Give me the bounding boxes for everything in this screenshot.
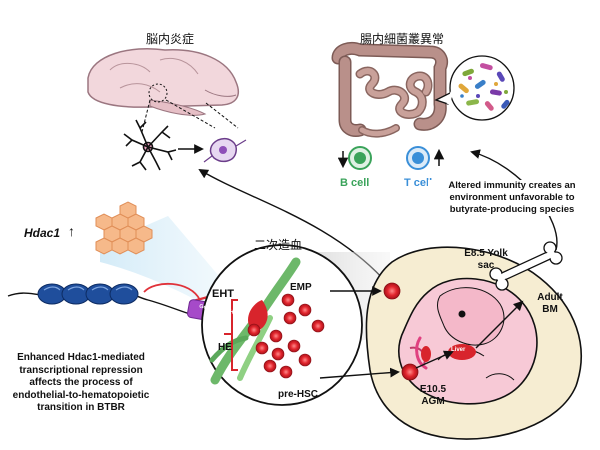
- hdac1-label: Hdac1: [24, 226, 61, 240]
- gut-illustration: [331, 41, 448, 138]
- gut-dysbiosis-title: 腸内細菌叢異常: [360, 32, 445, 46]
- liver-label: Liver: [451, 347, 466, 353]
- t-cell-label: T cell: [404, 177, 433, 189]
- microbiota-bubble: [434, 55, 515, 121]
- yolk-sac-blood-cell: [383, 282, 401, 300]
- adult-bm-label: Adult BM: [537, 292, 563, 315]
- emp-label: EMP: [290, 282, 312, 293]
- secondary-hematopoiesis-title: 二次造血: [254, 238, 303, 252]
- nucleosomes: [37, 283, 139, 305]
- eht-label: EHT: [212, 288, 234, 300]
- activated-microglia: [203, 138, 247, 163]
- altered-immunity-text: Altered immunity creates an environment …: [428, 180, 596, 216]
- pre-hsc-label: pre-HSC: [278, 389, 319, 400]
- embryo: [383, 277, 538, 405]
- t-cell: [406, 146, 430, 170]
- he-label: HE: [218, 342, 232, 353]
- endothelial-tissue: [209, 257, 301, 385]
- b-cell: [348, 146, 372, 170]
- microglia-cell: [123, 119, 177, 171]
- bone: [489, 241, 563, 291]
- prehsc-to-agm-arrow: [319, 367, 400, 379]
- repression-arrow: [143, 282, 201, 301]
- agm-blood-cell: [401, 363, 419, 381]
- eht-zoom-circle: [201, 244, 363, 406]
- agm-label: E10.5 AGM: [419, 384, 447, 407]
- brain-inflammation-title: 脳内炎症: [146, 32, 195, 46]
- hdac1-up-arrow: ↑: [68, 223, 75, 239]
- yolk-sac-label: E8.5 Yolk sac: [464, 248, 508, 271]
- enhanced-hdac1-text: Enhanced Hdac1-mediated transcriptional …: [12, 352, 150, 413]
- hdac1-cluster: [95, 201, 153, 255]
- liver-to-bm-arrow: [475, 300, 524, 349]
- agm-to-liver-arrow: [415, 350, 454, 369]
- brain-illustration: [87, 48, 240, 133]
- blood-cells: [247, 293, 325, 379]
- b-cell-label: B cell: [340, 177, 370, 189]
